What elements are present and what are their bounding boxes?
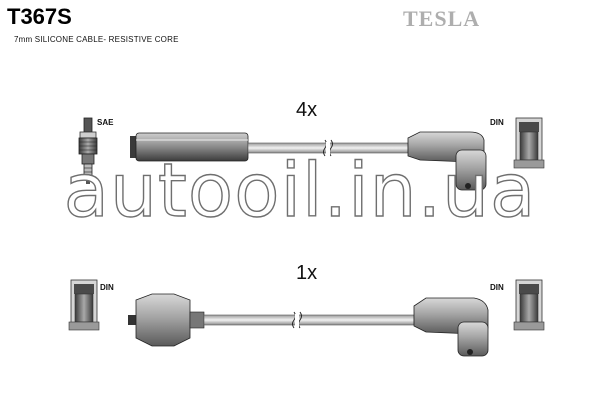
angled-boot-top-right — [407, 131, 487, 191]
din-connector-top-right-icon — [513, 117, 545, 169]
connector-label-top-left: SAE — [97, 118, 114, 127]
quantity-bottom: 1x — [296, 262, 318, 284]
din-connector-bottom-left-icon — [68, 279, 100, 331]
din-connector-bottom-right-icon — [513, 279, 545, 331]
spark-plug-sae-icon — [78, 117, 98, 184]
brand-logo: TESLA — [403, 6, 481, 31]
angled-boot-bottom-right — [413, 297, 489, 357]
connector-label-bottom-left: DIN — [100, 283, 114, 292]
watermark-text: autooil.in.ua — [63, 147, 537, 234]
connector-label-bottom-right: DIN — [490, 283, 504, 292]
product-subtitle: 7mm SILICONE CABLE- RESISTIVE CORE — [14, 35, 179, 44]
cable-bottom — [203, 311, 415, 329]
connector-label-top-right: DIN — [490, 118, 504, 127]
straight-boot-bottom-left — [128, 293, 205, 347]
part-number: T367S — [7, 4, 72, 29]
quantity-top: 4x — [296, 99, 318, 121]
